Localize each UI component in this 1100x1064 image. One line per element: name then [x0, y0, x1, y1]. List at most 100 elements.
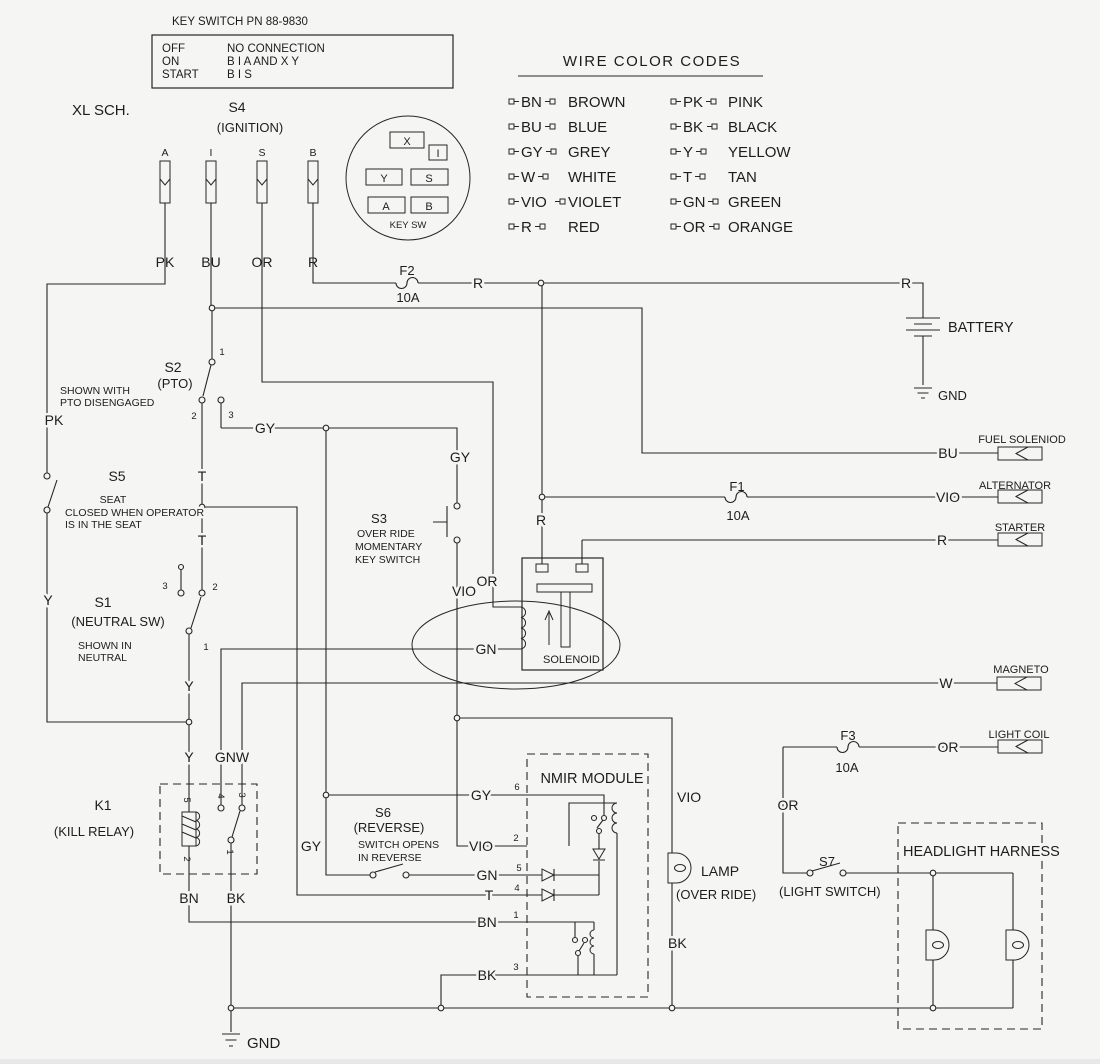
- pin-letter: B: [309, 147, 316, 159]
- s4-id: S4: [228, 99, 245, 115]
- wire-label-gy: GY: [255, 420, 276, 436]
- switch-blades: [47, 364, 841, 873]
- wire-label-or: OR: [778, 797, 799, 813]
- k1-terminal-4: 4: [215, 793, 226, 798]
- terminal-chevron-icon: [1013, 676, 1028, 691]
- wire-code: GN: [683, 194, 706, 211]
- wire-code: VIO: [521, 194, 547, 211]
- s5-note3: IS IN THE SEAT: [65, 519, 142, 531]
- key-pos-off: OFF: [162, 43, 185, 55]
- wcc-row: OR ORANGE: [670, 219, 793, 236]
- main-ground: GND: [222, 1033, 281, 1052]
- engine-terminals: FUEL SOLENIOD BU ALTERNATOR VIO STARTER …: [933, 434, 1066, 758]
- s3-override-switch-labels: S3 OVER RIDE MOMENTARY KEY SWITCH: [355, 511, 422, 566]
- terminal-chevron-icon: [1014, 489, 1029, 504]
- wire-label: OR: [938, 739, 959, 755]
- terminal-icon: [997, 489, 1043, 504]
- key-table-box: [151, 34, 454, 89]
- wire-label: BK: [478, 967, 497, 983]
- k1-terminal-1: 1: [224, 849, 235, 854]
- terminal-fuel-solenoid: FUEL SOLENIOD BU: [936, 434, 1066, 464]
- wire-code: Y: [683, 144, 693, 161]
- key-switch-circle: [345, 115, 471, 241]
- wcc-row: VIO VIOLET: [508, 194, 621, 211]
- terminal-light-coil: LIGHT COIL OR: [935, 729, 1049, 758]
- wire-name: YELLOW: [728, 144, 791, 161]
- nmir-pin-number: 3: [513, 962, 518, 973]
- terminal-alternator: ALTERNATOR VIO: [933, 480, 1051, 508]
- pin-letter: S: [258, 147, 265, 159]
- terminal-name: ALTERNATOR: [979, 480, 1051, 492]
- k1-id: K1: [94, 797, 111, 813]
- s1-terminal-2: 2: [212, 582, 217, 593]
- wcc-row: GY GREY: [508, 144, 611, 161]
- wcc-row: Y YELLOW: [670, 144, 791, 161]
- key-switch-diagram: X I Y S A B KEY SW: [345, 115, 471, 241]
- junction-dots: [185, 279, 937, 1012]
- diode-icon: [592, 848, 606, 860]
- terminal-x: X: [403, 136, 411, 148]
- s7-light-switch-labels: S7 (LIGHT SWITCH): [779, 854, 881, 899]
- k1-terminal-3: 3: [236, 792, 247, 797]
- wire-color-codes: WIRE COLOR CODES BN BROWN BU BLUE GY GRE…: [508, 53, 793, 236]
- terminal-a: A: [382, 201, 390, 213]
- battery-gnd-label: GND: [938, 388, 967, 403]
- s3-id: S3: [371, 511, 387, 526]
- nmir-pin-number: 4: [514, 883, 519, 894]
- terminal-name: FUEL SOLENIOD: [978, 434, 1066, 446]
- wire-label: T: [485, 887, 494, 903]
- wire-code: BN: [521, 94, 542, 111]
- key-sw-caption: KEY SW: [390, 220, 427, 231]
- nmir-coil-1: [611, 802, 618, 834]
- highlight-ellipse: [411, 600, 621, 690]
- override-lamp: LAMP (OVER RIDE): [667, 852, 756, 902]
- terminal-box-a: [367, 196, 406, 214]
- ground-icon: [914, 387, 932, 399]
- diode-icon: [541, 868, 556, 882]
- wire-label-r: R: [473, 275, 483, 291]
- wire-label-t: T: [198, 468, 207, 484]
- s1-terminal-3: 3: [162, 581, 167, 592]
- terminal-name: STARTER: [995, 522, 1045, 534]
- wire-labels: PK T T Y Y Y GNW GY GY GY VIO OR R R R G…: [41, 273, 914, 954]
- wcc-row: GN GREEN: [670, 194, 781, 211]
- k1-sub: (KILL RELAY): [54, 824, 134, 839]
- wire-label: R: [937, 532, 947, 548]
- lamp-icon: [925, 929, 950, 961]
- terminal-box-i: [428, 144, 448, 161]
- key-conn-off: NO CONNECTION: [227, 43, 325, 55]
- s7-sub: (LIGHT SWITCH): [779, 884, 881, 899]
- s2-note2: PTO DISENGAGED: [60, 397, 155, 409]
- wire-name: RED: [568, 219, 600, 236]
- s1-note2: NEUTRAL: [78, 652, 127, 664]
- nmir-pin-number: 2: [513, 833, 518, 844]
- s6-reverse-switch-labels: S6 (REVERSE) SWITCH OPENS IN REVERSE: [354, 805, 439, 864]
- wire-label-gy: GY: [301, 838, 322, 854]
- wire-label-gnw: GNW: [215, 749, 250, 765]
- s2-sub: (PTO): [157, 376, 192, 391]
- wire-name: VIOLET: [568, 194, 621, 211]
- fuse-labels: F2 10A F1 10A F3 10A: [396, 263, 858, 775]
- s3-plunger-icon: [433, 506, 448, 537]
- wiring: [46, 203, 1014, 1032]
- wire-label-vio: VIO: [452, 583, 476, 599]
- s2-id: S2: [164, 359, 181, 375]
- lamp-icon: [667, 852, 692, 884]
- terminal-magneto: MAGNETO W: [937, 664, 1049, 694]
- terminal-starter: STARTER R: [934, 522, 1045, 551]
- key-conn-start: B I S: [227, 69, 252, 81]
- pin-chevron-icon: [159, 178, 171, 186]
- wire-code: GY: [521, 144, 543, 161]
- terminal-i: I: [436, 148, 439, 160]
- terminal-box-x: [389, 131, 425, 149]
- wire-name: WHITE: [568, 169, 616, 186]
- pin-letter: A: [161, 147, 168, 159]
- wire-label-t: T: [198, 532, 207, 548]
- s4-sub: (IGNITION): [217, 120, 283, 135]
- terminal-s: S: [425, 173, 432, 185]
- s3-line3: KEY SWITCH: [355, 554, 420, 566]
- key-switch-note: KEY SWITCH PN 88-9830 OFF NO CONNECTION …: [151, 16, 454, 89]
- s6-id: S6: [375, 805, 391, 820]
- lamp-filament-icon: [674, 864, 686, 872]
- wire-label-gy: GY: [450, 449, 471, 465]
